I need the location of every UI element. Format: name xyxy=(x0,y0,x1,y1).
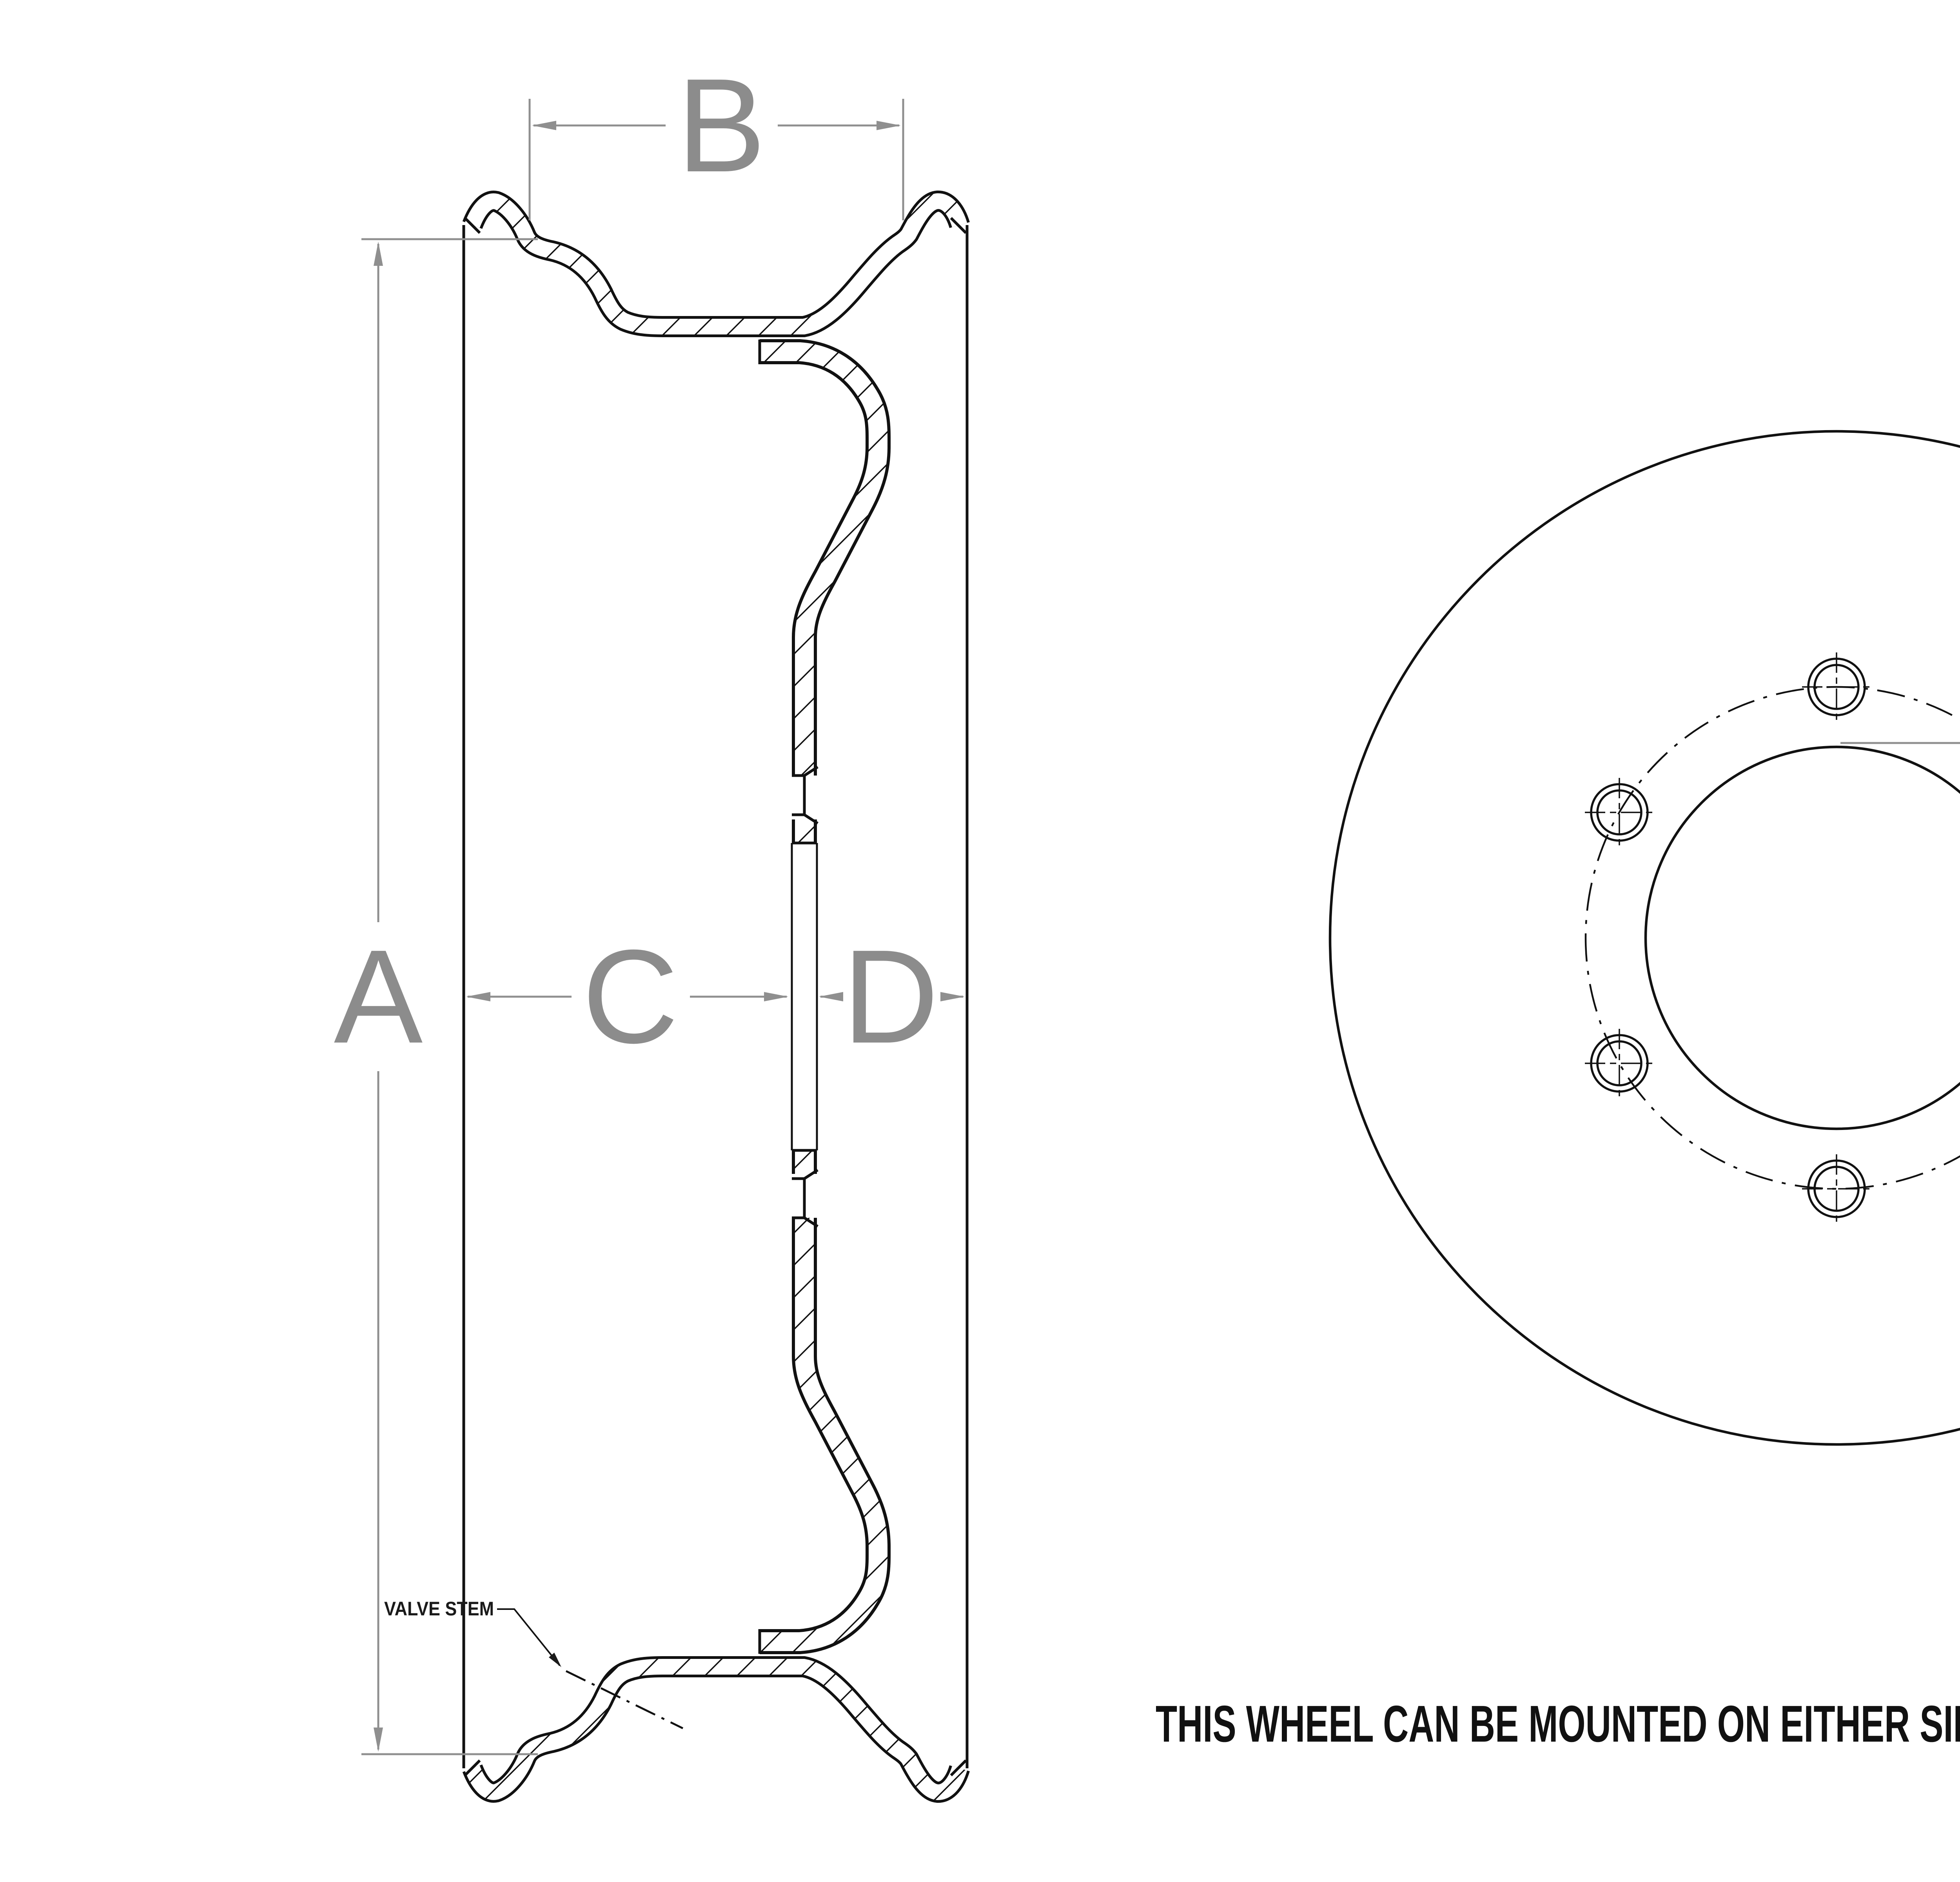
rim-section-top-band-hatch xyxy=(465,193,967,334)
bolt-hole-top xyxy=(1802,652,1871,721)
dim-a-extension-lines xyxy=(361,238,538,1755)
dim-label-c: C xyxy=(582,922,679,1071)
disc-section-top-hatch xyxy=(760,342,888,776)
valve-stem-leader-arrow xyxy=(549,1653,561,1667)
disc-section-bottom-hatch xyxy=(760,1218,888,1651)
center-bore-walls xyxy=(791,843,818,1150)
dim-label-b: B xyxy=(677,51,766,200)
bolt-hole-lower-left xyxy=(1585,1029,1654,1098)
bolt-hole-section-bottom xyxy=(792,1169,818,1228)
wheel-outer-circle xyxy=(1329,430,1960,1446)
center-bore-edges xyxy=(792,841,817,1152)
dim-label-a: A xyxy=(334,922,423,1071)
dim-d-arrow-left xyxy=(819,992,843,1001)
front-view: E F xyxy=(1329,430,1960,1446)
dim-f-extension-lines xyxy=(1840,742,1960,744)
bolt-hole-bottom xyxy=(1802,1154,1871,1223)
mounting-note: THIS WHEEL CAN BE MOUNTED ON EITHER SIDE xyxy=(1156,1695,1960,1753)
dim-b-arrow-right xyxy=(877,121,901,130)
flange-tip-chamfers xyxy=(464,217,967,1777)
valve-stem-leader xyxy=(497,1608,561,1666)
dim-b-extension-lines xyxy=(528,99,904,220)
dim-c-arrow-right xyxy=(764,992,788,1001)
valve-stem-label: VALVE STEM xyxy=(384,1598,494,1620)
dim-b-arrow-left xyxy=(532,121,556,130)
dim-a-arrow-bottom xyxy=(374,1728,383,1752)
valve-stem-axis-centerline xyxy=(565,1670,684,1729)
dim-a-arrow-top xyxy=(374,242,383,266)
bolt-hole-upper-left xyxy=(1585,778,1654,847)
bolt-hole-section-top xyxy=(792,766,818,825)
dim-d-arrow-right xyxy=(940,992,965,1001)
section-view: A B C D VALVE STEM xyxy=(334,51,970,1803)
dim-c-arrow-left xyxy=(466,992,490,1001)
dim-label-d: D xyxy=(842,922,939,1071)
rim-section-bottom-band-hatch xyxy=(465,1659,967,1800)
center-bore-circle xyxy=(1644,745,1960,1130)
bolt-circle-centerline xyxy=(1584,686,1960,1190)
